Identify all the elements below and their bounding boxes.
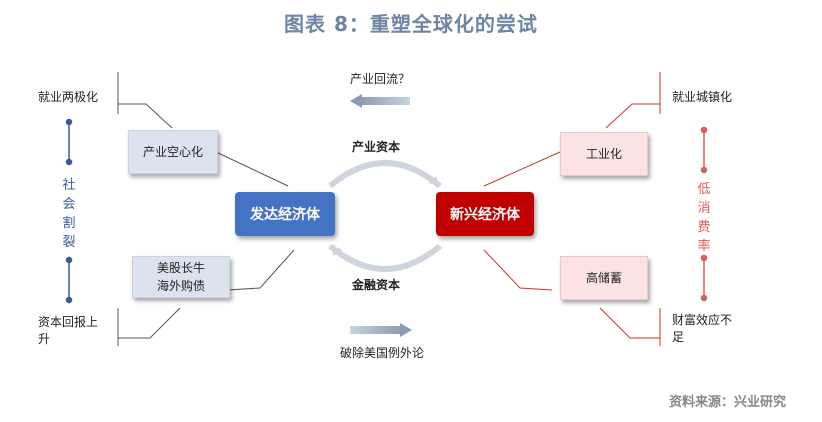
stocks-bull-label: 美股长牛 [156, 261, 205, 275]
break-exceptionalism-text: 破除美国例外论 [340, 346, 425, 360]
high-savings-box: 高储蓄 [560, 256, 648, 300]
hollowing-out-label: 产业空心化 [142, 145, 203, 159]
developed-economies-box: 发达经济体 [235, 192, 335, 236]
arrow-left-shape [350, 94, 410, 108]
low-consumption-label: 低消费率 [697, 182, 711, 254]
stocks-bonds-box: 美股长牛 海外购债 [132, 256, 230, 298]
emerging-economies-box: 新兴经济体 [436, 192, 534, 236]
hollowing-out-box: 产业空心化 [128, 130, 218, 174]
industrial-capital-label: 产业资本 [352, 140, 401, 154]
wealth-effect-line2: 足 [672, 330, 685, 344]
arrow-right-shape [350, 323, 412, 337]
high-savings-label: 高储蓄 [585, 271, 622, 285]
wealth-effect-text: 财富效应不 足 [672, 312, 732, 346]
diagram-title: 图表 8：重塑全球化的尝试 [284, 12, 538, 36]
urbanization-employment-text: 就业城镇化 [672, 90, 733, 104]
capital-return-line1: 资本回报上 [38, 315, 99, 329]
source-note: 资料来源：兴业研究 [668, 395, 786, 410]
flow-arc-top [328, 160, 442, 189]
overseas-bond-label: 海外购债 [156, 279, 205, 293]
industry-reshoring-text: 产业回流？ [350, 72, 411, 86]
social-division-label: 社会割裂 [62, 178, 76, 250]
industrialization-label: 工业化 [585, 147, 622, 161]
capital-return-line2: 升 [38, 332, 51, 346]
wealth-effect-line1: 财富效应不 [672, 313, 733, 327]
capital-return-text: 资本回报上 升 [38, 314, 98, 348]
employment-polarization-text: 就业两极化 [38, 90, 99, 104]
industrialization-box: 工业化 [560, 132, 648, 176]
flow-arc-bottom [328, 243, 442, 272]
financial-capital-label: 金融资本 [352, 278, 401, 292]
